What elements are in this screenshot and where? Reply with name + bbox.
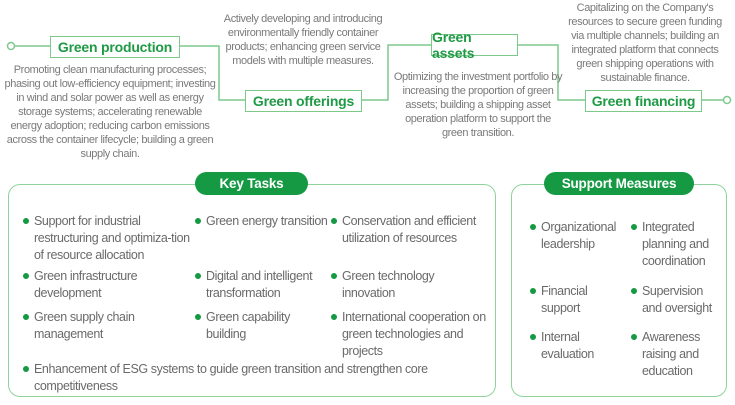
bullet-icon [331, 273, 337, 279]
key-task-item: International cooperation on green techn… [331, 309, 494, 359]
end-node-icon [722, 95, 732, 105]
support-measure-item: Supervision and oversight [631, 283, 724, 317]
stage-green-assets: Green assets [431, 29, 518, 61]
key-task-item: Green infrastructure development [23, 268, 184, 302]
support-measures-title: Support Measures [544, 172, 694, 195]
bullet-icon [331, 314, 337, 320]
support-measure-item: Organizational leadership [530, 219, 630, 253]
green-financing-description: Capitalizing on the Company's resources … [568, 2, 722, 84]
green-production-description: Promoting clean manufacturing processes;… [4, 64, 216, 160]
bullet-icon [195, 273, 201, 279]
stage-green-production: Green production [50, 36, 180, 58]
key-task-item: Green technology innovation [331, 268, 482, 302]
bullet-icon [23, 273, 29, 279]
key-task-item: Green energy transition [195, 213, 328, 230]
bullet-icon [530, 224, 536, 230]
key-task-item: Green capability building [195, 309, 326, 343]
key-task-item: Conservation and efficient utilization o… [331, 213, 494, 247]
support-measure-item: Internal evaluation [530, 329, 626, 363]
green-offerings-description: Actively developing and introducing envi… [223, 13, 383, 67]
key-tasks-title: Key Tasks [195, 172, 308, 195]
key-task-item: Enhancement of ESG systems to guide gree… [23, 361, 486, 395]
key-task-item: Green supply chain management [23, 309, 184, 343]
bullet-icon [631, 334, 637, 340]
bullet-icon [23, 366, 29, 372]
start-node-icon [6, 41, 16, 51]
bullet-icon [530, 334, 536, 340]
key-task-item: Digital and intelligent transformation [195, 268, 330, 302]
bullet-icon [195, 218, 201, 224]
stage-green-offerings: Green offerings [245, 90, 362, 112]
support-measure-item: Awareness raising and education [631, 329, 724, 379]
support-measure-item: Integrated planning and coordination [631, 219, 724, 269]
bullet-icon [631, 224, 637, 230]
bullet-icon [23, 218, 29, 224]
bullet-icon [331, 218, 337, 224]
key-task-item: Support for industrial restructuring and… [23, 213, 194, 263]
bullet-icon [631, 288, 637, 294]
bullet-icon [23, 314, 29, 320]
support-measure-item: Financial support [530, 283, 626, 317]
stage-green-financing: Green financing [585, 90, 702, 112]
bullet-icon [530, 288, 536, 294]
green-assets-description: Optimizing the investment portfolio by i… [393, 71, 563, 139]
bullet-icon [195, 314, 201, 320]
